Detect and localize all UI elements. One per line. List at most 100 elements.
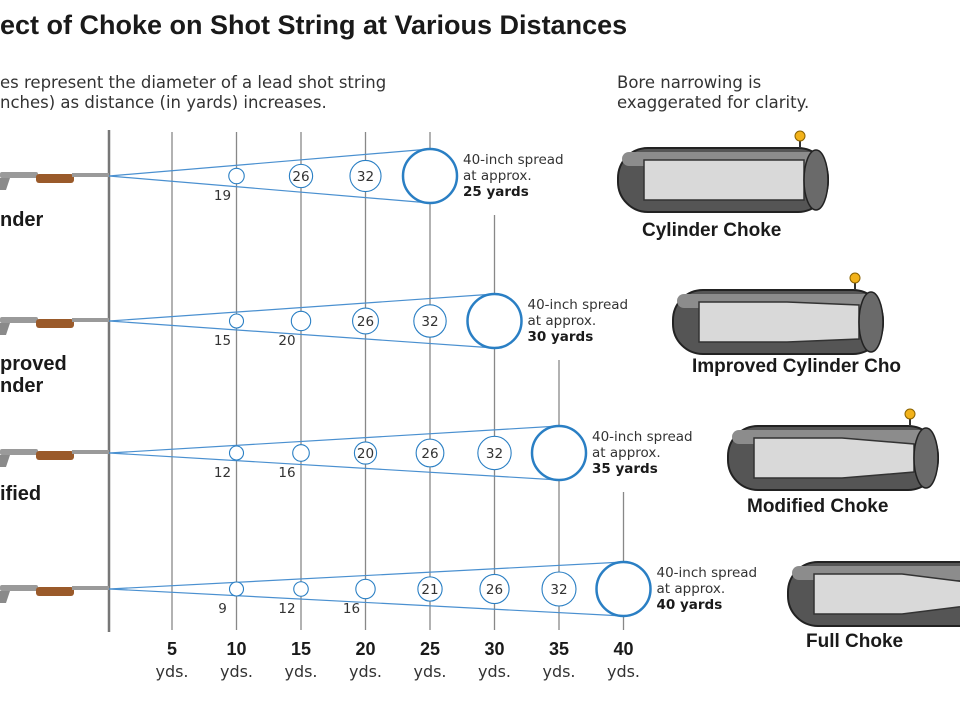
shotgun-action-icon xyxy=(0,449,38,455)
bead-sight-icon xyxy=(904,408,916,420)
shotgun-barrel-icon xyxy=(72,318,109,322)
choke-type-label: nder xyxy=(0,209,44,231)
spread-label-line1: 40-inch spread xyxy=(463,152,564,168)
axis-unit-label: yds. xyxy=(413,662,446,681)
axis-unit-label: yds. xyxy=(220,662,253,681)
bead-sight-icon xyxy=(849,272,861,284)
choke-name-label: Improved Cylinder Cho xyxy=(692,356,901,377)
spread-distance: 30 yards xyxy=(528,329,594,345)
shotgun-forend-icon xyxy=(36,451,74,460)
muzzle-end-icon xyxy=(913,427,939,489)
bore-cutaway-icon xyxy=(643,159,805,201)
muzzle-end-icon xyxy=(803,149,829,211)
shot-circle-10-yds xyxy=(228,581,245,597)
shotgun-barrel-icon xyxy=(72,586,109,590)
shot-diameter-label: 32 xyxy=(550,582,567,598)
shot-diameter-label: 26 xyxy=(421,446,438,462)
shot-diameter-label: 26 xyxy=(292,169,309,185)
diagram-title: ect of Choke on Shot String at Various D… xyxy=(0,10,627,40)
spread-distance: 25 yards xyxy=(463,184,529,200)
intro-right-line2: exaggerated for clarity. xyxy=(617,93,809,112)
shotgun-grip-icon xyxy=(0,455,10,467)
cone-upper-line xyxy=(108,425,560,454)
shot-circle-20-yds xyxy=(355,578,376,600)
spread-distance: 35 yards xyxy=(592,461,658,477)
shot-circle-15-yds xyxy=(290,310,312,332)
axis-distance-5: 5 xyxy=(167,639,177,659)
axis-distance-25: 25 xyxy=(420,639,440,659)
choke-type-label: nder xyxy=(0,375,44,397)
shot-diameter-label: 32 xyxy=(357,169,374,185)
distance-axis: 5yds.10yds.15yds.20yds.25yds.30yds.35yds… xyxy=(155,639,640,681)
shot-circle-30-yds xyxy=(477,435,512,471)
shot-diameter-label: 32 xyxy=(486,446,503,462)
bore-cutaway-icon xyxy=(753,437,915,479)
axis-unit-label: yds. xyxy=(284,662,317,681)
shot-diameter-label: 9 xyxy=(218,601,227,617)
shotgun-action-icon xyxy=(0,585,38,591)
choke-illustration-2: Improved Cylinder Cho xyxy=(672,272,901,377)
shot-circle-20-yds xyxy=(353,441,378,465)
axis-unit-label: yds. xyxy=(478,662,511,681)
axis-distance-20: 20 xyxy=(355,639,375,659)
muzzle-end-icon xyxy=(858,291,884,353)
cone-lower-line xyxy=(108,588,624,617)
spread-label-line2: at approx. xyxy=(592,445,661,461)
choke-type-label: proved xyxy=(0,353,67,375)
bead-sight-icon xyxy=(794,130,806,142)
axis-distance-10: 10 xyxy=(226,639,246,659)
spread-distance: 40 yards xyxy=(657,597,723,613)
shot-diameter-label: 20 xyxy=(278,333,295,349)
spread-label-line2: at approx. xyxy=(657,581,726,597)
shot-diameter-label: 19 xyxy=(214,188,231,204)
shot-circle-10-yds xyxy=(228,167,245,185)
spread-label-line1: 40-inch spread xyxy=(592,429,693,445)
shot-circle-10-yds xyxy=(228,445,245,461)
spread-label-line1: 40-inch spread xyxy=(657,565,758,581)
shot-circle-20-yds xyxy=(352,307,379,335)
choke-name-label: Cylinder Choke xyxy=(642,220,781,241)
axis-distance-35: 35 xyxy=(549,639,569,659)
shotgun-grip-icon xyxy=(0,178,10,190)
shot-diameter-label: 15 xyxy=(214,333,231,349)
axis-unit-label: yds. xyxy=(542,662,575,681)
intro-left-line1: es represent the diameter of a lead shot… xyxy=(0,73,386,92)
distance-gridlines xyxy=(107,130,625,632)
choke-illustration-1: Cylinder Choke xyxy=(617,130,829,241)
choke-type-label: ified xyxy=(0,483,41,505)
shot-circle-35-yds xyxy=(530,424,588,482)
bore-cutaway-icon xyxy=(698,301,860,343)
shot-circle-15-yds xyxy=(292,444,310,462)
shotgun-grip-icon xyxy=(0,591,10,603)
shot-circle-15-yds xyxy=(288,163,314,189)
spread-label-line1: 40-inch spread xyxy=(528,297,629,313)
shotgun-forend-icon xyxy=(36,319,74,328)
shot-circle-10-yds xyxy=(228,313,245,329)
shot-diameter-label: 32 xyxy=(421,314,438,330)
bore-cutaway-icon xyxy=(813,573,960,615)
shotgun-action-icon xyxy=(0,172,38,178)
choke-illustration-4: Full Choke xyxy=(787,561,960,652)
choke-name-label: Full Choke xyxy=(806,631,903,652)
shot-circle-20-yds xyxy=(349,159,382,193)
axis-unit-label: yds. xyxy=(607,662,640,681)
shot-circle-25-yds xyxy=(413,304,447,338)
shot-diameter-label: 26 xyxy=(357,314,374,330)
cone-lower-line xyxy=(108,175,431,204)
shotgun-forend-icon xyxy=(36,587,74,596)
shotgun-action-icon xyxy=(0,317,38,323)
axis-unit-label: yds. xyxy=(155,662,188,681)
cone-upper-line xyxy=(108,293,495,322)
cone-lower-line xyxy=(108,452,560,481)
cone-lower-line xyxy=(108,320,495,349)
shot-diameter-label: 12 xyxy=(278,601,295,617)
axis-distance-15: 15 xyxy=(291,639,311,659)
axis-distance-40: 40 xyxy=(613,639,633,659)
shot-circle-35-yds xyxy=(541,571,577,607)
intro-right-line1: Bore narrowing is xyxy=(617,73,761,92)
shot-diameter-label: 21 xyxy=(421,582,438,598)
